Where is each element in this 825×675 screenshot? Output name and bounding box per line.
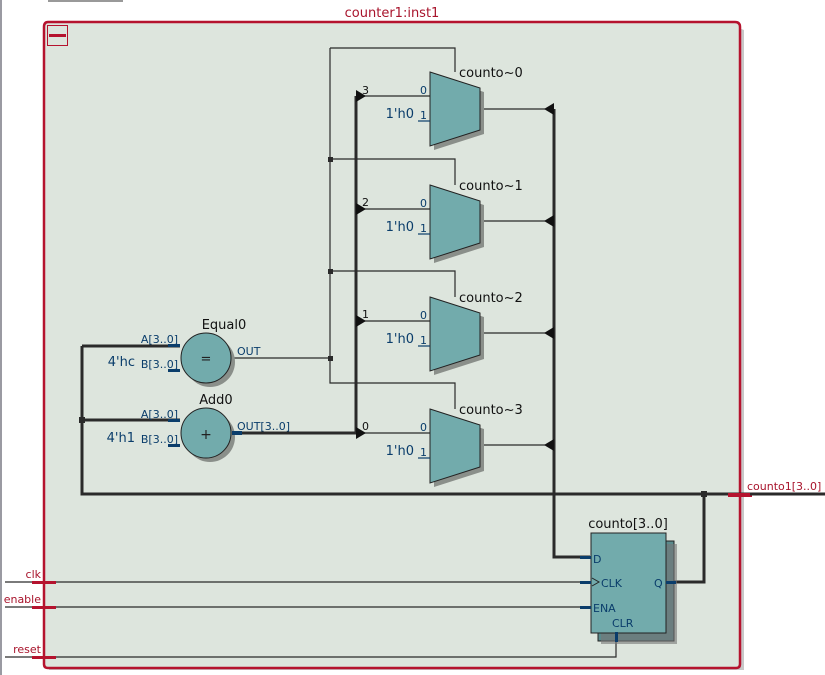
mux-const: 1'h0 [386,332,414,347]
mux-const: 1'h0 [386,107,414,122]
mux-block[interactable]: counto~1 0 1 1'h0 [386,179,523,263]
wires [5,47,750,658]
mux-name: counto~3 [459,403,523,418]
ripper-label: 0 [362,420,369,433]
register-pin-d: D [593,553,601,566]
instance-box[interactable] [42,20,744,670]
port-label-counto1: counto1[3..0] [747,480,821,493]
equal-pin-b: B[3..0] [141,358,178,371]
port-reset[interactable]: reset [13,643,56,659]
port-counto1[interactable]: counto1[3..0] [728,480,825,497]
mux-const: 1'h0 [386,220,414,235]
mux-const: 1'h0 [386,444,414,459]
collapse-button[interactable] [47,25,68,46]
ripper-label: 3 [362,84,369,97]
mux-block[interactable]: counto~2 0 1 1'h0 [386,291,523,375]
select-net [329,48,456,409]
mux-pin-0: 0 [420,197,427,210]
equal-pin-out: OUT [237,345,261,358]
add0-block[interactable]: + Add0 A[3..0] B[3..0] 4'h1 OUT[3..0] [107,393,290,462]
reset-wire [5,640,617,658]
ripper-label: 1 [362,308,369,321]
q-out-wire [668,494,706,584]
mux-pin-1: 1 [420,222,427,235]
mux-block[interactable]: counto~0 0 1 1'h0 [386,66,523,150]
mux-pin-0: 0 [420,84,427,97]
add-const: 4'h1 [107,431,135,446]
port-enable[interactable]: enable [4,593,56,609]
equal0-block[interactable]: = Equal0 A[3..0] B[3..0] 4'hc OUT [108,318,261,387]
feedback-bus [80,346,750,496]
port-clk[interactable]: clk [26,568,56,584]
add-symbol: + [200,427,212,443]
equal-symbol: = [201,352,212,367]
mux-out-bus [552,109,590,559]
mux-name: counto~1 [459,179,523,194]
mux-pin-0: 0 [420,421,427,434]
register-pin-clr: CLR [612,617,634,630]
port-label-clk: clk [26,568,42,581]
junctions [79,157,707,497]
mux-name: counto~0 [459,66,523,81]
instance-title: counter1:inst1 [345,6,440,21]
bus-rippers [356,90,554,451]
equal-const: 4'hc [108,355,135,370]
port-label-reset: reset [13,643,42,656]
register-block[interactable]: counto[3..0] D CLK ENA CLR Q [580,517,677,644]
mux-block[interactable]: counto~3 0 1 1'h0 [386,403,523,487]
mux-name: counto~2 [459,291,523,306]
add-name: Add0 [199,393,232,408]
ripper-labels: 3 2 1 0 [362,84,369,433]
register-pin-clk: CLK [601,577,623,590]
mux-pin-0: 0 [420,309,427,322]
left-edge [0,0,2,675]
mux-pin-1: 1 [420,446,427,459]
register-pin-ena: ENA [593,602,616,615]
equal-pin-a: A[3..0] [141,333,178,346]
add-pin-b: B[3..0] [141,433,178,446]
minus-icon [49,34,66,37]
equal-name: Equal0 [202,318,247,333]
mux-pin-1: 1 [420,334,427,347]
horizontal-scrollbar[interactable] [48,0,123,2]
add-pin-a: A[3..0] [141,408,178,421]
mux-pin-1: 1 [420,109,427,122]
add-pin-out: OUT[3..0] [237,420,290,433]
ripper-label: 2 [362,196,369,209]
instance-frame [42,20,742,670]
mux-layer: counto~0 0 1 1'h0 counto~1 0 1 1'h0 counto~2 0 1 1'… [386,66,523,487]
port-label-enable: enable [4,593,42,606]
register-name: counto[3..0] [588,517,668,532]
register-pin-q: Q [654,577,663,590]
